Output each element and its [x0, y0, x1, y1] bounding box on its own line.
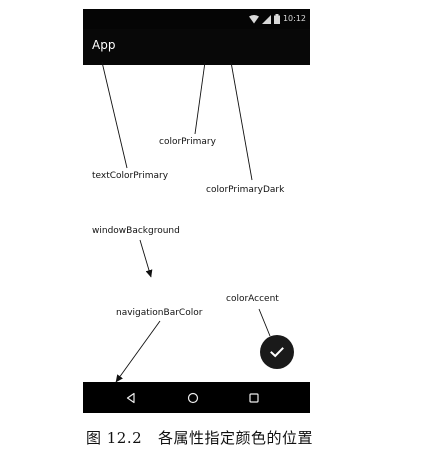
figure-caption: 图 12.2 各属性指定颜色的位置	[86, 429, 313, 447]
check-icon	[270, 347, 284, 358]
app-bar	[83, 29, 310, 65]
signal-icon	[261, 14, 271, 24]
recents-icon[interactable]	[247, 391, 261, 405]
text-color-primary-leader	[101, 61, 128, 169]
color-primary-dark-leader	[230, 61, 253, 181]
color-primary-leader	[194, 61, 206, 135]
app-title: App	[92, 38, 116, 52]
label-color-primary-dark: colorPrimaryDark	[206, 185, 285, 195]
navigation-bar-color-arrow	[115, 320, 161, 383]
label-text-color-primary: textColorPrimary	[92, 171, 169, 181]
phone-screen: 10:12 App	[83, 9, 310, 413]
status-time: 10:12	[282, 14, 306, 23]
home-icon[interactable]	[186, 391, 200, 405]
wifi-icon	[248, 14, 259, 23]
battery-icon	[273, 14, 280, 24]
back-icon[interactable]	[124, 391, 138, 405]
window-background-arrow	[139, 239, 153, 278]
status-icons: 10:12	[248, 14, 306, 24]
label-color-accent: colorAccent	[226, 294, 279, 304]
label-window-background: windowBackground	[92, 226, 180, 236]
navigation-bar	[83, 382, 310, 413]
label-color-primary: colorPrimary	[159, 137, 216, 147]
floating-action-button[interactable]	[260, 335, 294, 369]
status-bar: 10:12	[83, 9, 310, 29]
label-navigation-bar-color: navigationBarColor	[116, 308, 203, 318]
color-accent-leader	[258, 308, 271, 337]
